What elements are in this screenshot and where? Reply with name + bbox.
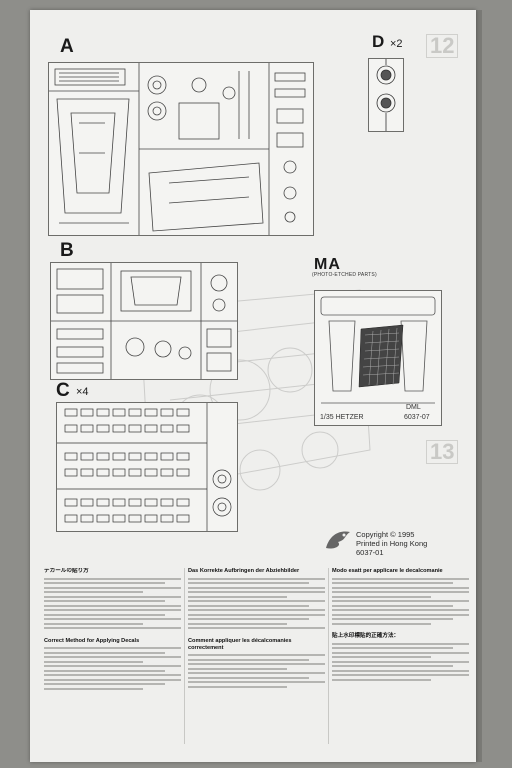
chinese-heading: 貼上水印標貼的正確方法： bbox=[332, 633, 400, 639]
page-number-bottom: 13 bbox=[426, 440, 459, 464]
sprue-b-parts bbox=[51, 263, 237, 379]
etch-plate-title: 1/35 HETZER bbox=[320, 414, 364, 421]
sprue-ma-fret bbox=[314, 290, 442, 426]
italian-heading: Modo esatt per applicare le decalcomanie bbox=[332, 568, 443, 574]
french-heading: Comment appliquer les décalcomanies corr… bbox=[188, 637, 292, 651]
etch-plate-code: 6037-07 bbox=[404, 414, 430, 421]
track-links bbox=[57, 403, 232, 531]
sprue-c-frame bbox=[56, 402, 238, 532]
etch-dml-label: DML bbox=[406, 404, 421, 411]
section-d-multiplier: ×2 bbox=[390, 38, 403, 50]
section-d-letter: D bbox=[372, 32, 385, 51]
dragon-logo-icon bbox=[326, 531, 350, 549]
section-ma-letter: MA bbox=[314, 256, 341, 273]
page-number-top: 12 bbox=[426, 34, 459, 58]
copyright-line: Copyright © 1995 bbox=[356, 530, 415, 539]
sprue-b-frame bbox=[50, 262, 238, 380]
section-a-letter: A bbox=[60, 36, 74, 57]
sprue-a-frame bbox=[48, 62, 314, 236]
section-ma-subtitle: (PHOTO-ETCHED PARTS) bbox=[312, 272, 377, 278]
sprue-d-frame bbox=[368, 58, 404, 132]
sprue-a-parts bbox=[49, 63, 306, 235]
section-c-letter: C bbox=[56, 380, 70, 401]
printed-in-line: Printed in Hong Kong bbox=[356, 539, 428, 548]
sprue-d-wheels bbox=[376, 59, 396, 131]
instructions-column-right: Modo esatt per applicare le decalcomanie… bbox=[332, 568, 469, 744]
section-b-letter: B bbox=[60, 240, 74, 261]
english-heading: Correct Method for Applying Decals bbox=[44, 637, 140, 644]
sheet-shadow bbox=[476, 10, 482, 762]
japanese-heading: デカールの貼り方 bbox=[44, 568, 89, 574]
section-c-multiplier: ×4 bbox=[76, 386, 89, 398]
column-divider-1 bbox=[184, 568, 185, 744]
german-heading: Das Korrekte Aufbringen der Abziehbilder bbox=[188, 568, 300, 574]
mesh-screen bbox=[358, 324, 404, 388]
catalog-number: 6037-01 bbox=[356, 548, 384, 557]
column-divider-2 bbox=[328, 568, 329, 744]
instructions-column-left: デカールの貼り方 Correct Method for Applying Dec… bbox=[44, 568, 181, 744]
instructions-column-middle: Das Korrekte Aufbringen der Abziehbilder… bbox=[188, 568, 325, 744]
photo-etched-parts bbox=[320, 296, 436, 404]
